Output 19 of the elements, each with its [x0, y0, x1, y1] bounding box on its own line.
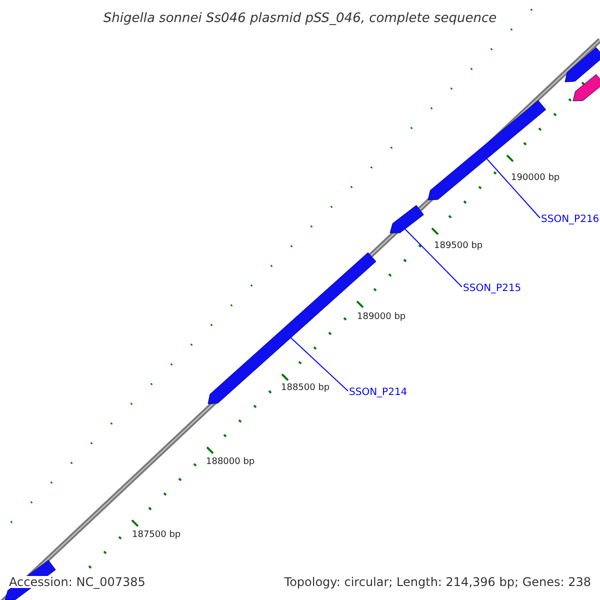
- gene-feature: [564, 47, 600, 82]
- gene-label: SSON_P214: [349, 388, 408, 398]
- tick-label: 189500 bp: [434, 242, 483, 251]
- leader-line: [290, 336, 348, 392]
- gene-label: SSON_P215: [463, 284, 522, 294]
- tick-label: 188500 bp: [281, 384, 330, 393]
- gene-feature: [572, 74, 600, 102]
- tick-label: 188000 bp: [206, 458, 255, 467]
- gene-feature: [428, 100, 546, 200]
- map-title: Shigella sonnei Ss046 plasmid pSS_046, complete sequence: [102, 12, 498, 25]
- gene-label: SSON_P216: [541, 215, 600, 225]
- leader-line: [486, 158, 540, 218]
- tick-label: 187500 bp: [132, 531, 181, 540]
- accession-text: Accession: NC_007385: [9, 576, 146, 588]
- leader-line: [404, 228, 462, 288]
- gene-feature: [390, 205, 424, 234]
- summary-text: Topology: circular; Length: 214,396 bp; Genes: 238: [284, 576, 591, 588]
- tick-label: 189000 bp: [357, 313, 406, 322]
- tick-label: 190000 bp: [511, 174, 560, 183]
